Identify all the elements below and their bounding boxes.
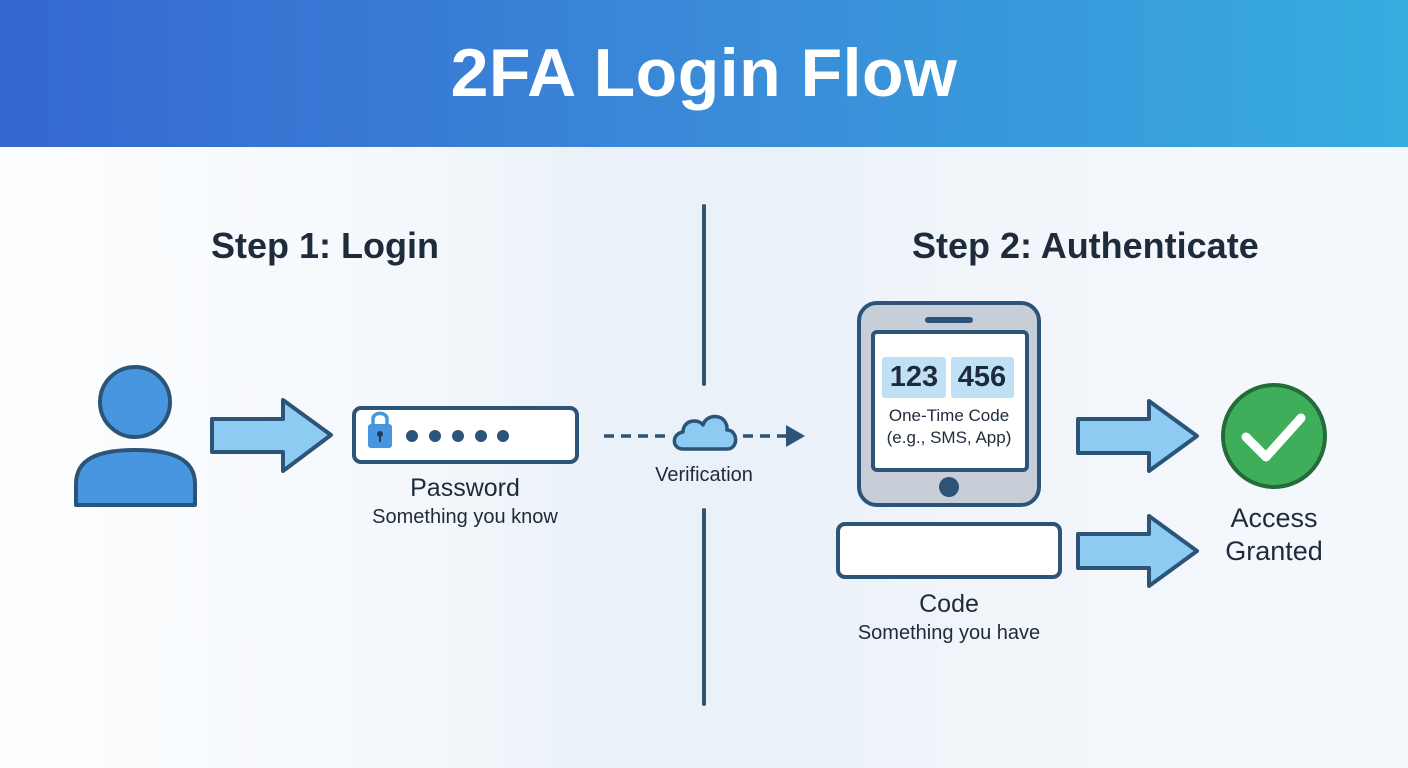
user-icon bbox=[74, 365, 197, 507]
password-subcaption: Something you know bbox=[372, 506, 558, 528]
access-granted-line1: Access bbox=[1230, 503, 1318, 533]
verification-label: Verification bbox=[655, 464, 753, 486]
otp-caption-line1: One-Time Code bbox=[888, 406, 1010, 425]
arrow-right-icon bbox=[210, 398, 333, 473]
code-subcaption: Something you have bbox=[857, 622, 1041, 644]
step2-title: Step 2: Authenticate bbox=[912, 225, 1259, 266]
password-field bbox=[352, 406, 579, 464]
checkmark-icon bbox=[1221, 383, 1327, 489]
code-input-box bbox=[836, 522, 1062, 579]
cloud-icon bbox=[672, 414, 738, 451]
access-granted-line2: Granted bbox=[1225, 536, 1323, 566]
lock-icon bbox=[368, 411, 392, 448]
code-digits-2: 456 bbox=[957, 361, 1007, 393]
arrow-right-icon bbox=[1076, 514, 1199, 588]
header-banner: 2FA Login Flow bbox=[0, 0, 1408, 147]
page-title: 2FA Login Flow bbox=[450, 34, 958, 111]
phone-icon bbox=[857, 301, 1041, 507]
arrow-right-icon bbox=[1076, 399, 1199, 473]
code-caption: Code bbox=[919, 590, 979, 618]
code-digits-1: 123 bbox=[889, 361, 939, 393]
password-caption: Password bbox=[410, 474, 520, 502]
step1-title: Step 1: Login bbox=[211, 225, 439, 266]
verification-connector bbox=[604, 425, 805, 447]
otp-caption-line2: (e.g., SMS, App) bbox=[886, 428, 1012, 447]
password-mask-dots bbox=[406, 430, 509, 442]
